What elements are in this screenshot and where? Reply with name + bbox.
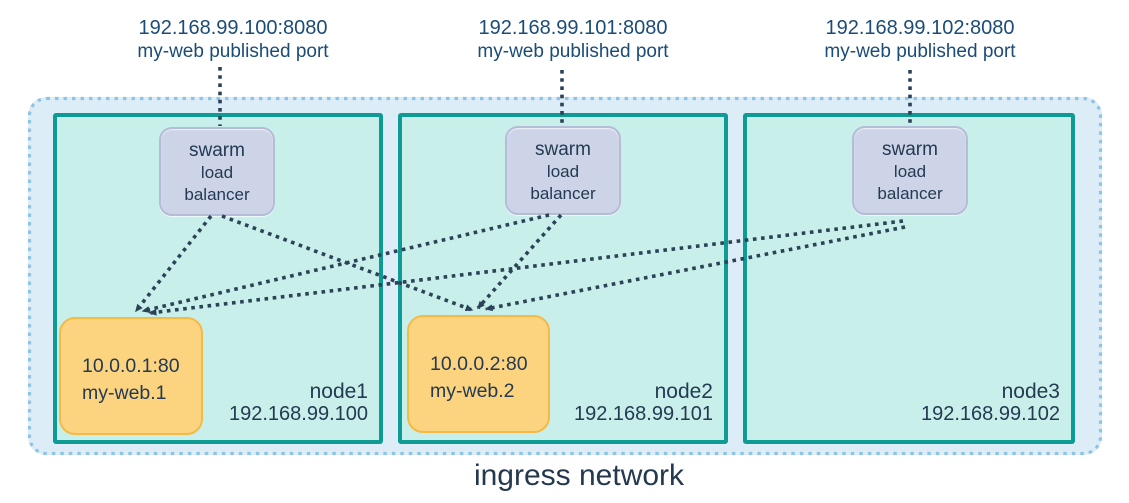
diagram-title: ingress network [473, 459, 685, 492]
published-port-label-node2: 192.168.99.101:8080 my-web published por… [413, 16, 733, 63]
published-port-caption: my-web published port [824, 41, 1016, 62]
node-ip: 192.168.99.101 [573, 403, 713, 425]
node-name: node2 [654, 380, 713, 403]
lb-label-line2: load [200, 163, 234, 182]
node-name: node1 [309, 380, 368, 403]
node-ip: 192.168.99.100 [228, 403, 368, 425]
published-port-caption: my-web published port [477, 41, 669, 62]
node3-label: node3 192.168.99.102 [921, 380, 1060, 426]
swarm-load-balancer-node3: swarm load balancer [852, 126, 968, 215]
published-port-address: 192.168.99.100:8080 [138, 17, 328, 39]
published-port-address: 192.168.99.101:8080 [478, 17, 668, 39]
lb-label-line2: load [546, 162, 580, 181]
task-address: 10.0.0.1:80 [82, 355, 180, 377]
lb-label-line1: swarm [189, 140, 245, 161]
task-name: my-web.1 [82, 382, 167, 404]
node-ip: 192.168.99.102 [920, 403, 1060, 425]
published-port-label-node3: 192.168.99.102:8080 my-web published por… [760, 16, 1080, 63]
lb-label-line3: balancer [530, 184, 596, 203]
node-name: node3 [1001, 380, 1060, 403]
task-address: 10.0.0.2:80 [430, 353, 528, 375]
lb-label-line3: balancer [877, 184, 943, 203]
lb-label-line1: swarm [882, 139, 938, 160]
task-box-my-web-2: 10.0.0.2:80 my-web.2 [407, 315, 550, 433]
lb-label-line3: balancer [184, 185, 250, 204]
node2-label: node2 192.168.99.101 [574, 380, 713, 426]
task-box-my-web-1: 10.0.0.1:80 my-web.1 [59, 317, 203, 435]
lb-label-line2: load [893, 162, 927, 181]
task-name: my-web.2 [430, 380, 515, 402]
node1-label: node1 192.168.99.100 [229, 380, 368, 426]
swarm-load-balancer-node1: swarm load balancer [159, 127, 275, 216]
published-port-address: 192.168.99.102:8080 [825, 17, 1015, 39]
swarm-load-balancer-node2: swarm load balancer [505, 126, 621, 215]
published-port-label-node1: 192.168.99.100:8080 my-web published por… [73, 16, 393, 63]
published-port-caption: my-web published port [137, 41, 329, 62]
lb-label-line1: swarm [535, 139, 591, 160]
